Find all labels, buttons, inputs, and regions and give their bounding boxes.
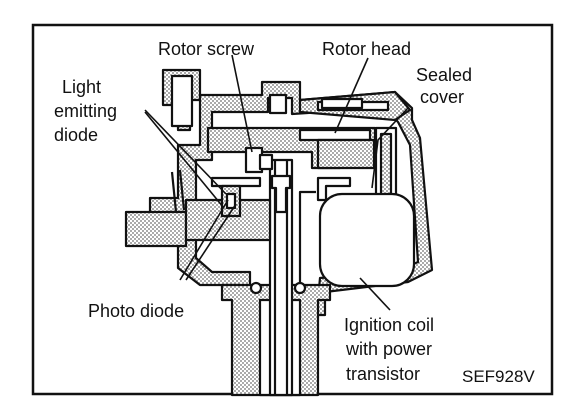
leader-led-2: [144, 111, 225, 209]
distributor-body: [124, 68, 434, 397]
label-rotor-screw: Rotor screw: [158, 39, 255, 59]
leader-sealed-cover: [371, 107, 409, 189]
label-rotor-head: Rotor head: [322, 39, 411, 59]
left-tower-cap: [170, 74, 194, 128]
callout-labels: Rotor screw Rotor head Sealed cover Ligh…: [54, 39, 535, 386]
left-clip: [170, 169, 186, 213]
figure-code: SEF928V: [462, 367, 535, 386]
label-ignition-coil-2: with power: [345, 339, 432, 359]
bearing-right: [293, 281, 307, 295]
label-led-1: Light: [62, 77, 101, 97]
coil-bracket: [298, 190, 316, 285]
center-bolt: [270, 174, 292, 214]
bearing-left: [249, 281, 263, 295]
leader-led-1: [144, 109, 227, 195]
label-photo-diode: Photo diode: [88, 301, 184, 321]
label-sealed-cover-2: cover: [420, 87, 464, 107]
signal-disc: [210, 176, 262, 188]
label-ignition-coil-3: transistor: [346, 364, 420, 384]
rotor-cap-block: [316, 138, 376, 170]
top-bolt-right: [320, 97, 364, 110]
label-led-2: emitting: [54, 101, 117, 121]
leader-lines: [144, 54, 409, 311]
leader-photo-2: [185, 203, 237, 281]
label-ignition-coil-1: Ignition coil: [344, 315, 434, 335]
leader-photo-1: [179, 199, 229, 281]
label-sealed-cover-1: Sealed: [416, 65, 472, 85]
cover-bracket: [316, 176, 352, 202]
leader-rotor-screw: [231, 54, 253, 153]
left-input-housing: [124, 210, 188, 248]
ignition-coil: [318, 192, 416, 288]
label-led-3: diode: [54, 125, 98, 145]
top-bolt-left: [268, 93, 288, 115]
rotor-screw-cap: [258, 153, 274, 171]
leader-rotor-head: [334, 57, 369, 134]
leader-coil: [359, 277, 391, 311]
